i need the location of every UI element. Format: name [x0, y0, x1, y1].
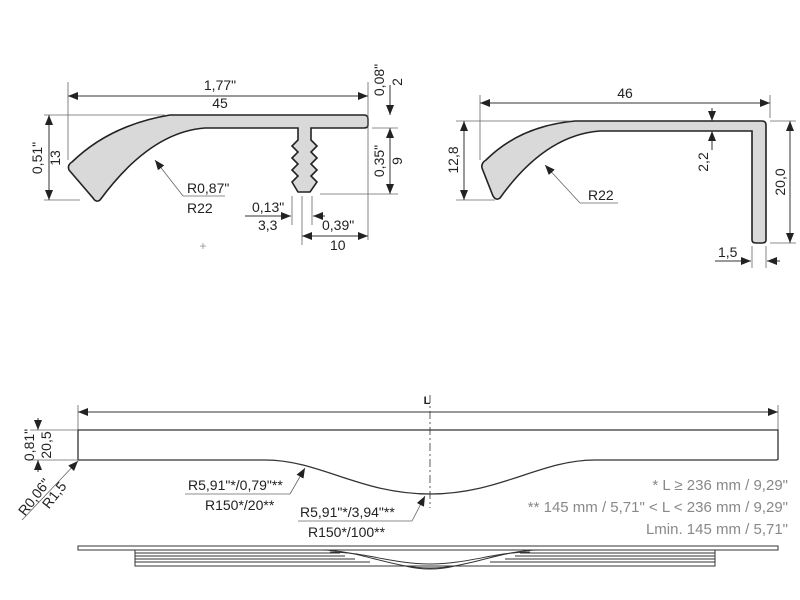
top-view: L 0,81" 20,5 R0,06" R1,5 R5,91"*/0,79"**…: [15, 395, 788, 540]
stem-width-in: 0,13": [252, 199, 284, 215]
center-mark: +: [199, 239, 206, 253]
stem-mm: 9: [389, 157, 405, 165]
radius-mm: R22: [588, 187, 614, 203]
radius-in: R0,87": [187, 180, 229, 196]
height-mm: 20,5: [38, 431, 54, 458]
top-mm: 2: [389, 78, 405, 86]
right-profile: 46 12,8 2,2 20,0 1,5 R22: [445, 85, 796, 268]
offset-mm: 10: [330, 237, 346, 253]
note-3: Lmin. 145 mm / 5,71": [646, 521, 788, 538]
radius2-mm: R150*/100**: [308, 524, 386, 540]
handle-outline: [77, 429, 779, 495]
offset-in: 0,39": [322, 217, 354, 233]
side-view: [77, 545, 779, 570]
left-profile: 1,77" 45 0,51" 13 0,08" 2 0,35" 9 R0,87"…: [29, 64, 405, 253]
stem-in: 0,35": [371, 145, 387, 177]
height-in: 0,81": [21, 429, 37, 461]
note-1: * L ≥ 236 mm / 9,29": [652, 477, 788, 494]
leg-thickness-mm: 1,5: [718, 244, 738, 260]
radius-mm: R22: [187, 200, 213, 216]
stem-width-mm: 3,3: [258, 217, 278, 233]
radius2-in: R5,91"*/3,94"**: [300, 504, 395, 520]
thickness-mm: 2,2: [695, 152, 711, 172]
height-in: 0,51": [29, 142, 45, 174]
width-mm: 46: [617, 85, 633, 101]
height-mm: 12,8: [445, 146, 461, 173]
width-in: 1,77": [204, 77, 236, 93]
length-label: L: [424, 395, 431, 407]
leg-mm: 20,0: [772, 168, 788, 195]
width-mm: 45: [212, 95, 228, 111]
radius1-in: R5,91"*/0,79"**: [188, 477, 283, 493]
right-profile-shape: [481, 120, 767, 244]
height-mm: 13: [47, 150, 63, 166]
radius1-mm: R150*/20**: [205, 497, 275, 513]
note-2: ** 145 mm / 5,71" < L < 236 mm / 9,29": [528, 499, 788, 516]
top-in: 0,08": [371, 64, 387, 96]
